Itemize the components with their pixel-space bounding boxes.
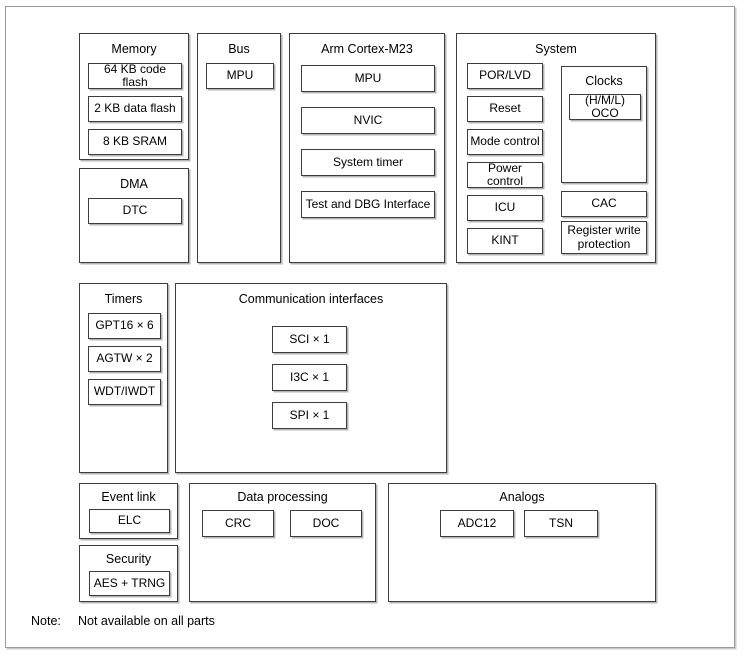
block-data-flash: 2 KB data flash (88, 96, 182, 122)
block-test-dbg-interface: Test and DBG Interface (301, 191, 435, 218)
block-kint-label: KINT (491, 233, 519, 248)
block-sci: SCI × 1 (272, 326, 347, 353)
group-arm-cortex-m23: Arm Cortex-M23 MPU NVIC System timer Tes… (289, 33, 445, 263)
block-mode-control: Mode control (467, 129, 543, 155)
group-data-processing: Data processing CRC DOC (189, 483, 376, 602)
block-bus-mpu-label: MPU (226, 68, 254, 83)
block-kint: KINT (467, 228, 543, 254)
block-agtw-label: AGTW × 2 (96, 351, 153, 366)
block-cpu-mpu-label: MPU (354, 70, 382, 85)
group-timers-title: Timers (104, 292, 143, 306)
group-event-link: Event link ELC (79, 483, 178, 539)
block-reset-label: Reset (489, 101, 521, 116)
group-security: Security AES + TRNG (79, 545, 178, 602)
block-nvic-label: NVIC (353, 112, 383, 127)
block-agtw: AGTW × 2 (88, 346, 161, 372)
block-system-timer-label: System timer (332, 154, 403, 169)
group-communication-interfaces-title: Communication interfaces (238, 292, 384, 306)
block-crc-label: CRC (225, 515, 251, 530)
block-register-write-protection: Register write protection (561, 221, 647, 254)
block-tsn-label: TSN (549, 515, 573, 530)
group-analogs-title: Analogs (499, 490, 545, 504)
block-doc: DOC (290, 510, 362, 537)
group-clocks: Clocks (H/M/L) OCO (561, 66, 647, 183)
block-sram-label: 8 KB SRAM (102, 134, 168, 149)
block-spi-label: SPI × 1 (289, 407, 330, 422)
block-wdt-iwdt-label: WDT/IWDT (93, 384, 156, 399)
block-aes-trng-label: AES + TRNG (93, 575, 166, 590)
block-data-flash-label: 2 KB data flash (94, 101, 176, 116)
block-bus-mpu: MPU (206, 63, 274, 89)
block-tsn: TSN (524, 510, 598, 537)
block-spi: SPI × 1 (272, 402, 347, 429)
note-text: Not available on all parts (78, 614, 215, 628)
block-aes-trng: AES + TRNG (89, 571, 170, 596)
block-nvic: NVIC (301, 107, 435, 134)
group-dma: DMA DTC (79, 168, 189, 263)
block-reset: Reset (467, 96, 543, 122)
group-communication-interfaces: Communication interfaces SCI × 1 I3C × 1… (175, 283, 447, 473)
block-elc-label: ELC (117, 513, 142, 528)
block-dtc-label: DTC (122, 203, 148, 218)
block-adc12: ADC12 (440, 510, 514, 537)
block-dtc: DTC (88, 198, 182, 224)
block-code-flash: 64 KB code flash (88, 61, 182, 89)
block-i3c-label: I3C × 1 (289, 369, 330, 384)
block-i3c: I3C × 1 (272, 364, 347, 391)
block-test-dbg-interface-label: Test and DBG Interface (305, 196, 431, 211)
block-por-lvd-label: POR/LVD (479, 68, 531, 83)
group-bus: Bus MPU (197, 33, 281, 263)
group-memory-title: Memory (111, 42, 157, 56)
group-bus-title: Bus (228, 42, 250, 56)
block-gpt16: GPT16 × 6 (88, 313, 161, 339)
block-power-control: Power control (467, 160, 543, 188)
block-cpu-mpu: MPU (301, 65, 435, 92)
group-timers: Timers GPT16 × 6 AGTW × 2 WDT/IWDT (79, 283, 168, 473)
block-sci-label: SCI × 1 (289, 331, 330, 346)
block-oco-label: (H/M/L) OCO (585, 92, 625, 120)
block-code-flash-label: 64 KB code flash (103, 61, 167, 89)
group-event-link-title: Event link (101, 490, 156, 504)
group-data-processing-title: Data processing (237, 490, 328, 504)
page-frame (5, 6, 735, 648)
block-icu-label: ICU (494, 200, 516, 215)
block-wdt-iwdt: WDT/IWDT (88, 379, 161, 405)
block-por-lvd: POR/LVD (467, 63, 543, 89)
group-clocks-title: Clocks (585, 74, 623, 88)
block-power-control-label: Power control (486, 160, 524, 188)
group-memory: Memory 64 KB code flash 2 KB data flash … (79, 33, 189, 160)
block-oco: (H/M/L) OCO (569, 92, 641, 120)
block-gpt16-label: GPT16 × 6 (95, 318, 154, 333)
block-elc: ELC (89, 509, 170, 533)
group-system: System POR/LVD Reset Mode control Power … (456, 33, 656, 263)
group-dma-title: DMA (120, 177, 148, 191)
block-crc: CRC (202, 510, 274, 537)
group-security-title: Security (105, 552, 152, 566)
block-cac-label: CAC (591, 196, 617, 211)
note-label: Note: (31, 614, 61, 628)
group-analogs: Analogs ADC12 TSN (388, 483, 656, 602)
block-doc-label: DOC (312, 515, 340, 530)
block-sram: 8 KB SRAM (88, 129, 182, 155)
block-icu: ICU (467, 195, 543, 221)
group-system-title: System (535, 42, 577, 56)
group-arm-cortex-m23-title: Arm Cortex-M23 (321, 42, 413, 56)
block-cac: CAC (561, 191, 647, 217)
block-system-timer: System timer (301, 149, 435, 176)
block-register-write-protection-label: Register write protection (567, 223, 641, 251)
block-mode-control-label: Mode control (470, 134, 540, 149)
block-adc12-label: ADC12 (457, 515, 497, 530)
